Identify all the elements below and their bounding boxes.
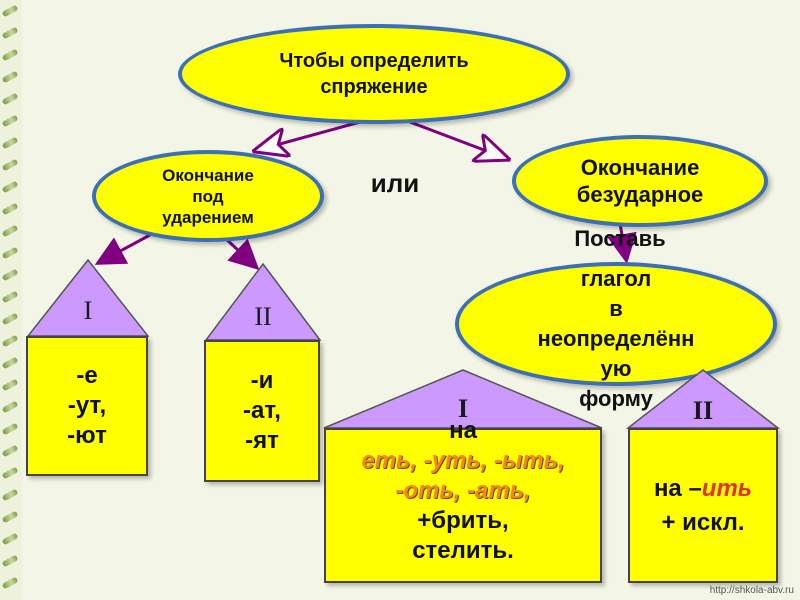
unstressed-line1: Окончание: [577, 154, 704, 181]
house4-prefix: на –: [654, 475, 702, 502]
source-url: http://shkola-abv.ru: [710, 585, 794, 596]
house1-roof-label: I: [26, 296, 150, 326]
house3-line2: еть, -уть, -ыть,: [361, 446, 564, 476]
arrow-top-to-right: [410, 122, 505, 158]
stressed-line2: под: [162, 186, 254, 207]
unstressed-line2: безударное: [577, 181, 704, 208]
put-text: Поставь: [530, 226, 710, 252]
house4-body: на –ить + искл.: [628, 428, 778, 583]
house1-body: -е -ут, -ют: [26, 336, 148, 476]
house4-line1: на –ить: [654, 472, 752, 506]
infinitive-line3: неопределённ: [538, 324, 695, 354]
stressed-ending-ellipse: Окончание под ударением: [92, 150, 324, 242]
stressed-line1: Окончание: [162, 165, 254, 186]
infinitive-line1: глагол: [538, 264, 695, 294]
or-word: или: [350, 168, 440, 199]
house3-line4: +брить,: [417, 506, 508, 536]
house2-line1: -и: [251, 366, 274, 396]
house1-line2: -ут,: [68, 391, 106, 421]
house2-line2: -ат,: [243, 396, 281, 426]
house3-line5: стелить.: [412, 536, 514, 566]
house4-roof-label: II: [626, 396, 780, 426]
house2-line3: -ят: [245, 426, 279, 456]
top-ellipse-line1: Чтобы определить: [279, 48, 468, 74]
unstressed-ending-ellipse: Окончание безударное: [512, 135, 768, 227]
top-ellipse-line2: спряжение: [279, 74, 468, 100]
house4-line2: + искл.: [661, 506, 744, 540]
house1-line1: -е: [76, 361, 97, 391]
house3-line3: -оть, -ать,: [395, 476, 530, 506]
house3-line1: на: [449, 416, 477, 446]
arrow-top-to-left: [258, 122, 360, 150]
house2-body: -и -ат, -ят: [204, 340, 320, 482]
house3-body: на еть, -уть, -ыть, -оть, -ать, +брить, …: [324, 428, 602, 583]
infinitive-line2: в: [538, 294, 695, 324]
house2-roof-label: II: [204, 302, 322, 332]
house4-suffix: ить: [702, 475, 752, 502]
stressed-line3: ударением: [162, 207, 254, 228]
house1-line3: -ют: [67, 421, 107, 451]
top-ellipse: Чтобы определить спряжение: [178, 24, 570, 124]
